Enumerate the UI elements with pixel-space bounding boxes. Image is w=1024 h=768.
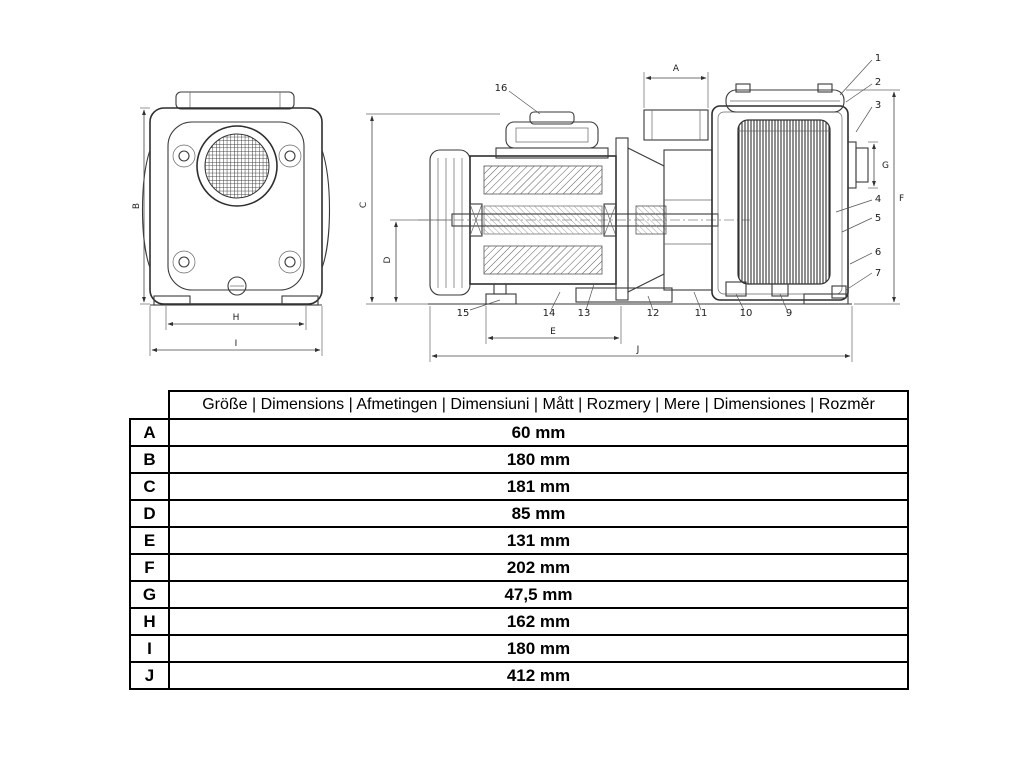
callout-2: 2 [875,77,881,88]
fan-grille-ring [196,125,278,207]
callout-4: 4 [875,194,881,205]
screw-icon [178,256,190,268]
stator-winding-top [483,165,603,195]
dim-label-A: A [673,64,680,74]
callout-1: 1 [875,53,881,64]
dimension-table: Größe | Dimensions | Afmetingen | Dimens… [129,390,909,690]
lid-knob [735,83,751,93]
dimension-letter: G [129,580,170,609]
callout-16: 16 [495,83,508,94]
dimension-letter: E [129,526,170,555]
dimension-value: 60 mm [168,418,909,447]
callout-7: 7 [875,268,881,279]
dimension-value: 180 mm [168,445,909,474]
dimension-letter: I [129,634,170,663]
dimension-letter: D [129,499,170,528]
dimension-letter: J [129,661,170,690]
dimension-letter: C [129,472,170,501]
dimension-value: 162 mm [168,607,909,636]
dimension-letter: H [129,607,170,636]
front-view: B H I [132,91,331,356]
dimension-value: 47,5 mm [168,580,909,609]
union-nut [725,281,747,297]
strainer-basket [737,119,831,285]
motor-section [451,155,719,305]
rotor [483,205,603,235]
technical-drawing: B H I [132,53,904,362]
impeller-section [615,137,713,301]
callout-13: 13 [578,308,591,319]
motor-foot [485,293,517,305]
dimension-value: 181 mm [168,472,909,501]
dimension-value: 412 mm [168,661,909,690]
strainer-tank [711,83,869,305]
dimension-letter: B [129,445,170,474]
dim-label-C: C [359,202,369,208]
seal-housing-cover [495,111,609,159]
motor-top-cap [175,91,295,110]
tank-drain-plug [831,285,847,299]
dim-label-B: B [132,203,142,209]
side-section-view: A C D G F E [359,53,904,362]
dim-label-G: G [882,161,889,171]
callouts: 16 1 2 3 4 5 6 7 15 14 13 [457,53,882,319]
callout-14: 14 [543,308,556,319]
screw-icon [284,256,296,268]
callout-15: 15 [457,308,470,319]
dimension-value: 131 mm [168,526,909,555]
front-face-plate [167,121,305,291]
callout-11: 11 [695,308,708,319]
impeller [635,205,667,235]
table-header-row: Größe | Dimensions | Afmetingen | Dimens… [130,390,909,420]
strainer-lid [725,83,845,113]
callout-9: 9 [786,308,792,319]
dimension-letter: F [129,553,170,582]
top-port [643,109,709,141]
pump-front-body [149,107,323,305]
dimension-value: 180 mm [168,634,909,663]
dim-label-I: I [235,339,238,349]
table-header: Größe | Dimensions | Afmetingen | Dimens… [168,390,909,420]
motor-end-cap [429,149,471,296]
dimension-value: 202 mm [168,553,909,582]
dim-label-D: D [383,256,393,263]
side-port [847,141,869,189]
bearing-left [469,203,483,237]
callout-3: 3 [875,100,881,111]
dim-label-E: E [550,327,556,337]
callout-5: 5 [875,213,881,224]
tank-foot [803,293,849,305]
dim-label-J: J [636,345,640,355]
backplate [615,137,629,301]
dimension-value: 85 mm [168,499,909,528]
callout-6: 6 [875,247,881,258]
fan-grille-mesh [204,133,270,199]
stator-winding-bottom [483,245,603,275]
pump-base [575,287,673,303]
screw-icon [178,150,190,162]
basket-seat [771,283,789,297]
drain-plug-front [227,276,247,296]
dim-label-F: F [899,194,904,204]
callout-12: 12 [647,308,660,319]
callout-10: 10 [740,308,753,319]
table-corner-spacer [130,391,169,419]
dim-label-H: H [233,313,240,323]
screw-icon [284,150,296,162]
lid-knob [817,83,833,93]
dimension-letter: A [129,418,170,447]
foot-bolt [493,283,507,295]
